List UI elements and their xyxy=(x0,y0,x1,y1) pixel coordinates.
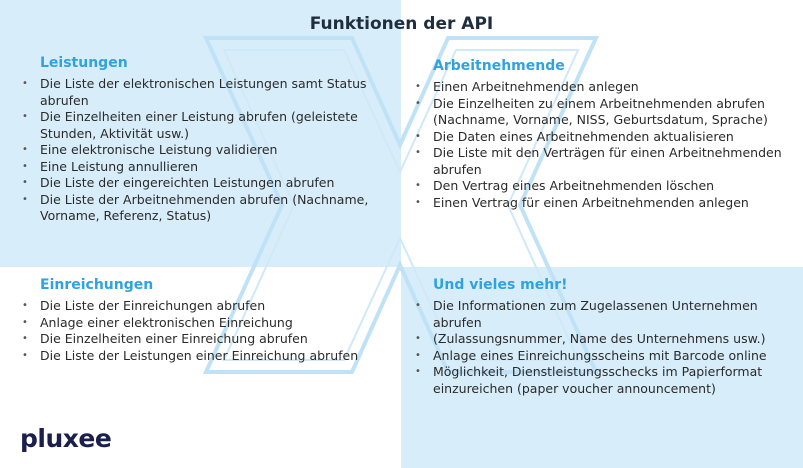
list-item: Eine elektronische Leistung validieren xyxy=(20,142,390,159)
list-item: (Zulassungsnummer, Name des Unternehmens… xyxy=(413,331,793,348)
section-einreichungen: Einreichungen Die Liste der Einreichunge… xyxy=(20,276,390,364)
list-item: Anlage einer elektronischen Einreichung xyxy=(20,315,390,332)
list-item: Die Liste der Arbeitnehmenden abrufen (N… xyxy=(20,192,390,225)
section-heading-und-vieles-mehr: Und vieles mehr! xyxy=(433,277,568,293)
list-item: Einen Vertrag für einen Arbeitnehmenden … xyxy=(413,195,793,212)
list-item: Die Informationen zum Zugelassenen Unter… xyxy=(413,298,793,331)
list-einreichungen: Die Liste der Einreichungen abrufen Anla… xyxy=(20,298,390,364)
section-arbeitnehmende: Arbeitnehmende Einen Arbeitnehmenden anl… xyxy=(413,57,793,211)
list-item: Einen Arbeitnehmenden anlegen xyxy=(413,79,793,96)
list-item: Die Liste der eingereichten Leistungen a… xyxy=(20,175,390,192)
section-heading-leistungen: Leistungen xyxy=(40,55,128,71)
section-heading-einreichungen: Einreichungen xyxy=(40,277,154,293)
list-item: Die Einzelheiten zu einem Arbeitnehmende… xyxy=(413,96,793,129)
page-title: Funktionen der API xyxy=(309,14,494,34)
list-item: Eine Leistung annullieren xyxy=(20,159,390,176)
list-leistungen: Die Liste der elektronischen Leistungen … xyxy=(20,76,390,225)
pluxee-logo: pluxee xyxy=(20,424,112,453)
section-und-vieles-mehr: Und vieles mehr! Die Informationen zum Z… xyxy=(413,276,793,397)
list-item: Möglichkeit, Dienstleistungsschecks im P… xyxy=(413,364,793,397)
section-heading-arbeitnehmende: Arbeitnehmende xyxy=(433,58,565,74)
list-item: Die Daten eines Arbeitnehmenden aktualis… xyxy=(413,129,793,146)
list-arbeitnehmende: Einen Arbeitnehmenden anlegen Die Einzel… xyxy=(413,79,793,211)
list-item: Die Liste der Leistungen einer Einreichu… xyxy=(20,348,390,365)
list-item: Die Liste mit den Verträgen für einen Ar… xyxy=(413,145,793,178)
section-leistungen: Leistungen Die Liste der elektronischen … xyxy=(20,54,390,225)
list-item: Die Einzelheiten einer Leistung abrufen … xyxy=(20,109,390,142)
list-und-vieles-mehr: Die Informationen zum Zugelassenen Unter… xyxy=(413,298,793,397)
list-item: Die Einzelheiten einer Einreichung abruf… xyxy=(20,331,390,348)
list-item: Anlage eines Einreichungsscheins mit Bar… xyxy=(413,348,793,365)
list-item: Den Vertrag eines Arbeitnehmenden lösche… xyxy=(413,178,793,195)
list-item: Die Liste der Einreichungen abrufen xyxy=(20,298,390,315)
list-item: Die Liste der elektronischen Leistungen … xyxy=(20,76,390,109)
